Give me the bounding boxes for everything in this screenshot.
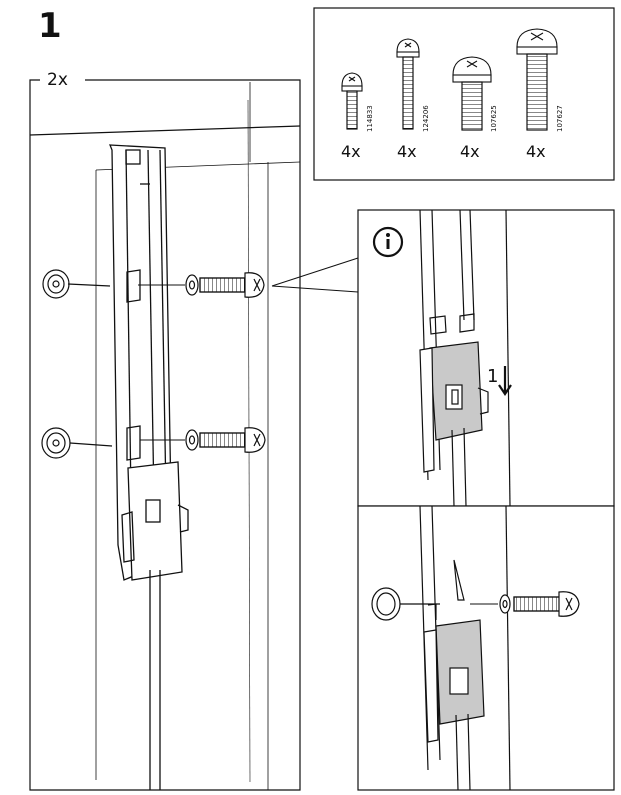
- cable-main: [149, 570, 161, 790]
- action-number: 1: [487, 366, 499, 387]
- part-code-1: 114833: [366, 105, 374, 132]
- part-code-3: 107625: [490, 105, 498, 132]
- main-quantity: 2x: [44, 70, 71, 90]
- screw-part-1: [341, 72, 363, 130]
- callout-lines: [271, 257, 359, 293]
- screw-part-2: [396, 38, 420, 130]
- detail-box-bottom: [357, 505, 615, 791]
- detail-rail-top: [419, 209, 511, 507]
- cable-detail-bottom: [455, 713, 471, 791]
- wall-plug-detail: [371, 587, 440, 621]
- hanger-clip-main: [121, 461, 189, 581]
- screw-lower: [185, 427, 266, 453]
- part-quantity-3: 4x: [460, 142, 480, 161]
- cable-detail-top: [451, 427, 467, 507]
- screw-part-4: [516, 28, 558, 131]
- screw-detail: [499, 591, 580, 617]
- part-quantity-4: 4x: [526, 142, 546, 161]
- part-quantity-2: 4x: [397, 142, 417, 161]
- part-code-2: 124206: [422, 105, 430, 132]
- part-code-4: 107627: [556, 105, 564, 132]
- screw-part-3: [452, 56, 492, 131]
- main-frame: [29, 79, 301, 791]
- detail-box-top: [357, 209, 615, 507]
- wall-plug-upper: [42, 269, 111, 299]
- screw-upper: [185, 272, 265, 298]
- wall-plug-lower: [41, 427, 113, 459]
- step-number: 1: [38, 6, 62, 46]
- part-quantity-1: 4x: [341, 142, 361, 161]
- hanger-clip-detail-bottom: [423, 603, 485, 743]
- info-icon: [372, 226, 404, 258]
- down-arrow-icon: [498, 366, 512, 396]
- hanger-clip-detail-top: [419, 341, 489, 473]
